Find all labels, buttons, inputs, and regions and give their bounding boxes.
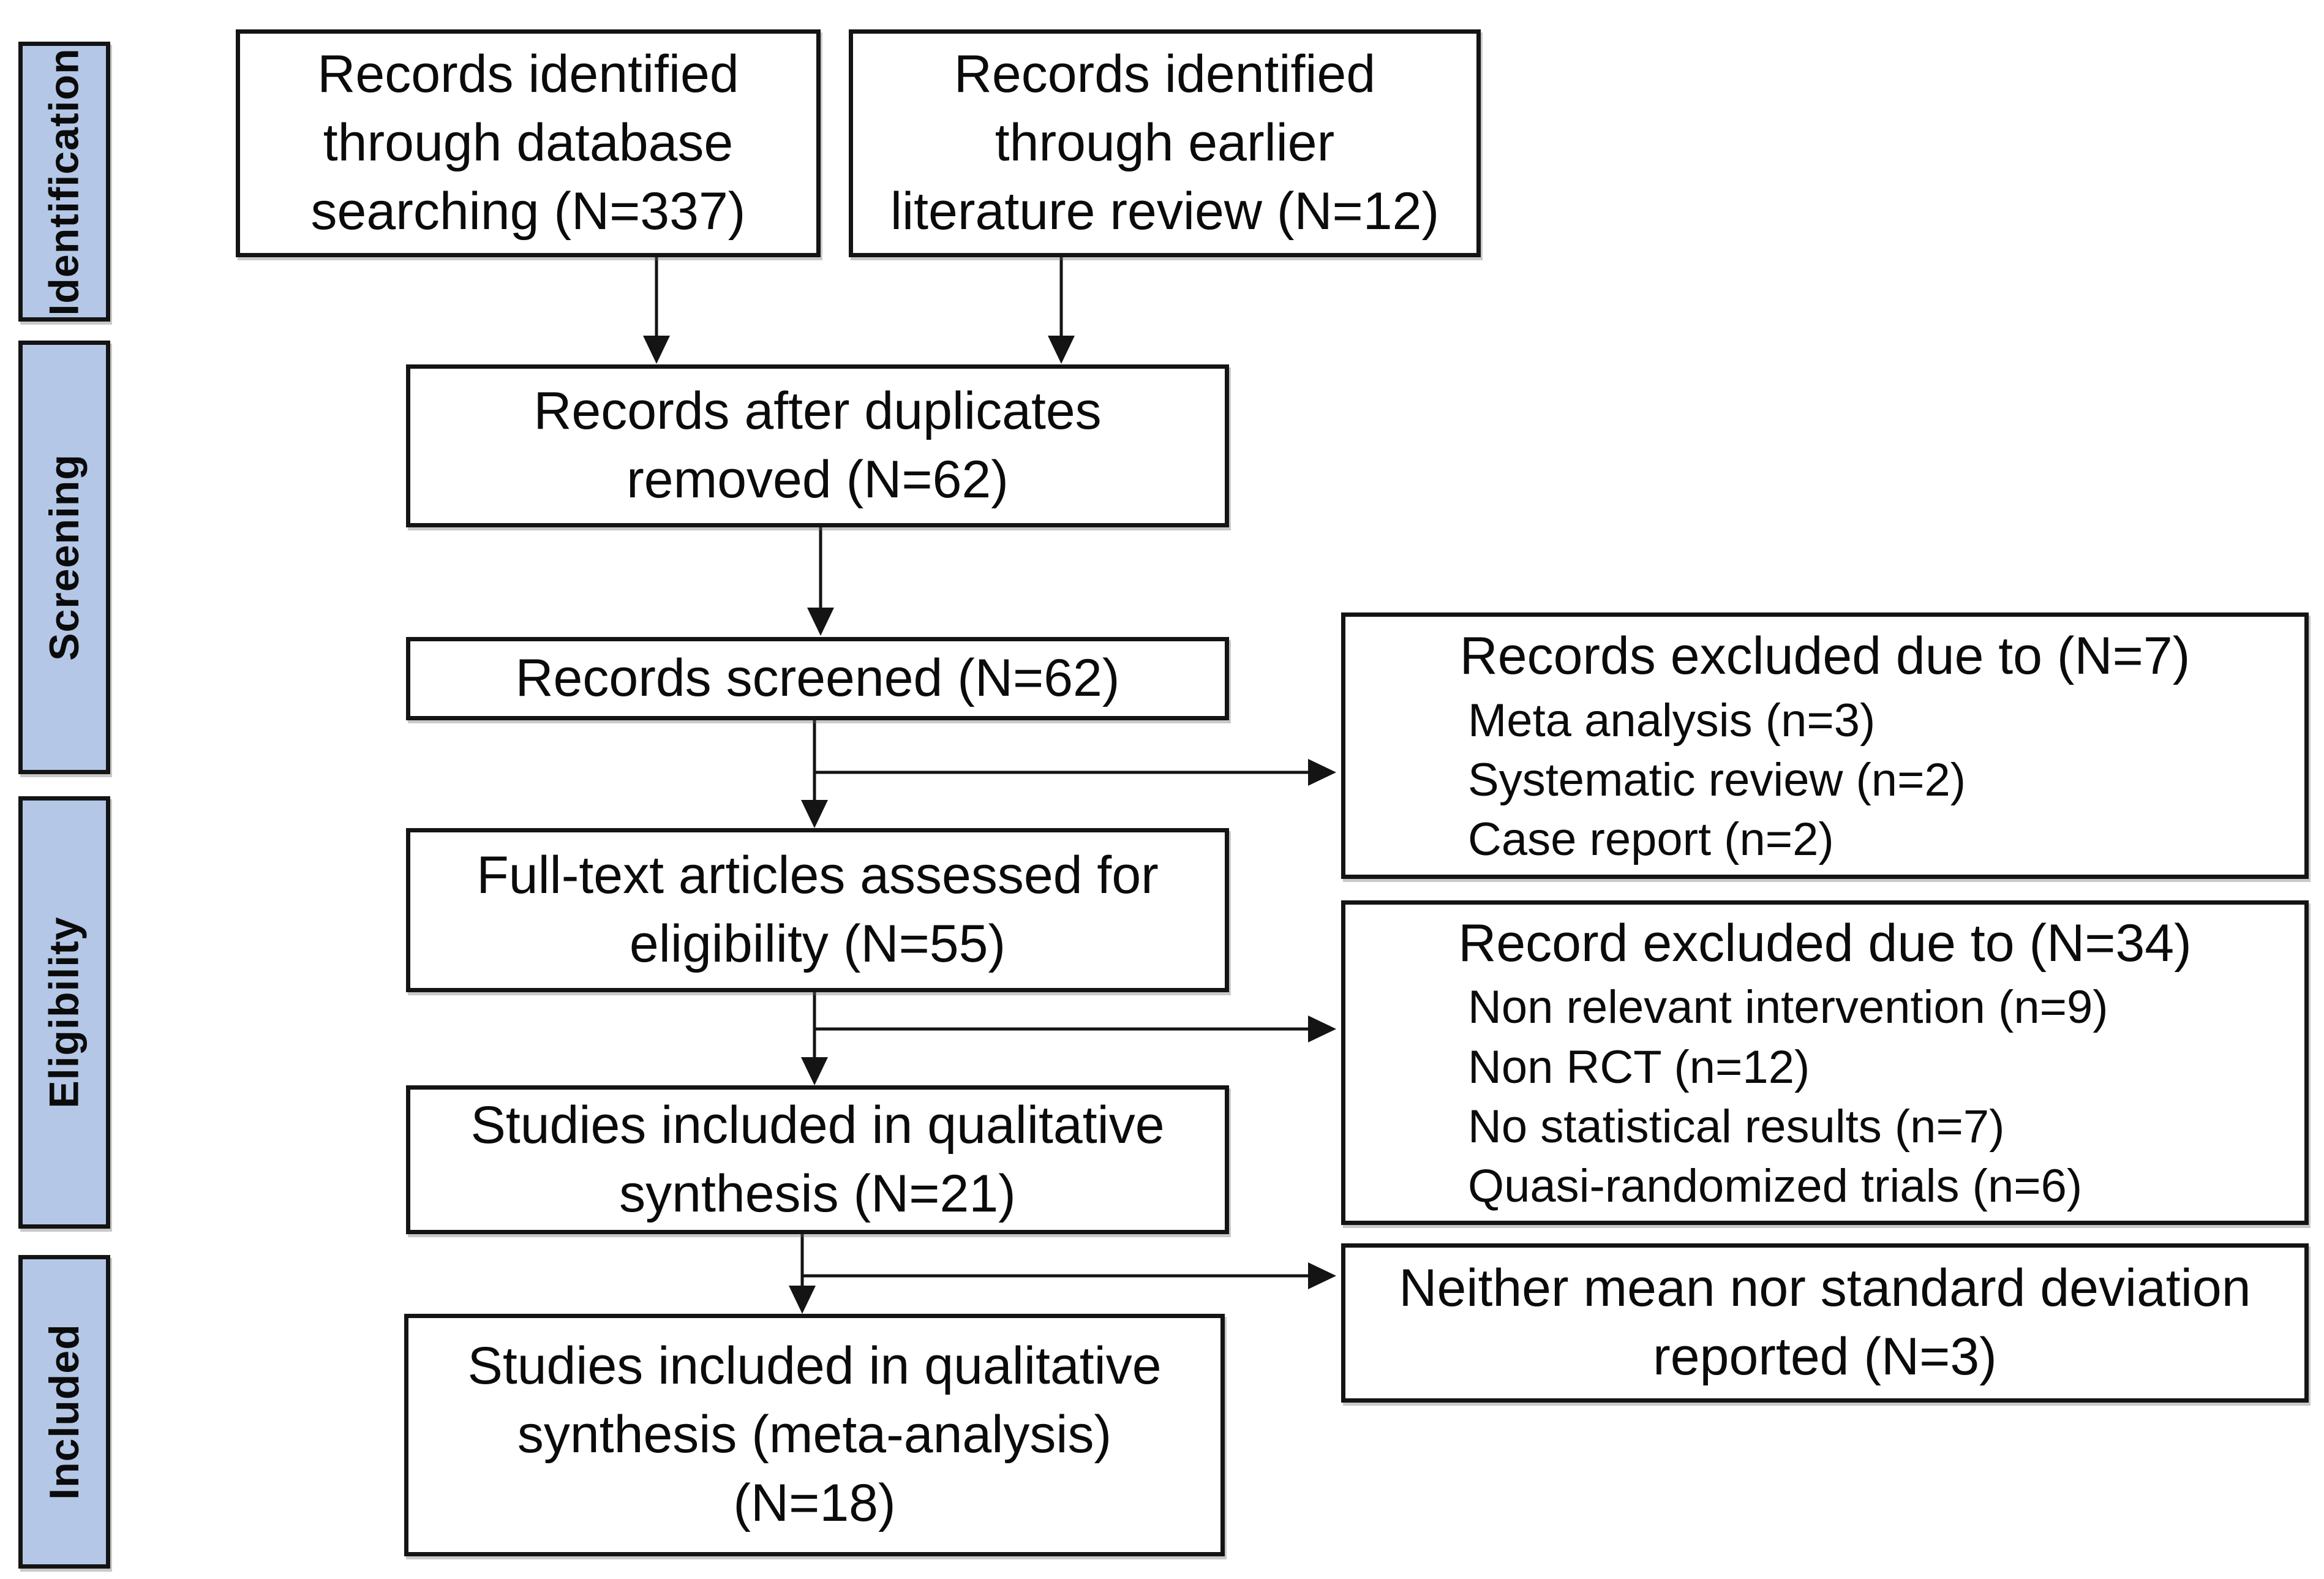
box-qualitative-synthesis: Studies included in qualitative synthesi… (406, 1085, 1229, 1234)
excluded-eligibility-item: Quasi-randomized trials (n=6) (1468, 1160, 2083, 1213)
arrow-fulltext-to-qualitative (801, 992, 828, 1085)
box-meta-analysis: Studies included in qualitative synthesi… (404, 1314, 1225, 1556)
stage-screening-label: Screening (41, 454, 88, 661)
stage-identification: Identification (18, 42, 110, 322)
box-duplicates-removed: Records after duplicates removed (N=62) (406, 364, 1229, 527)
box-no-mean-sd-text: Neither mean nor standard deviation repo… (1399, 1259, 2251, 1386)
excluded-eligibility-item: No statistical results (n=7) (1468, 1100, 2005, 1153)
excluded-screening-item: Case report (n=2) (1468, 813, 1834, 866)
box-records-database-search-text: Records identified through database sear… (310, 45, 746, 241)
box-excluded-screening-heading: Records excluded due to (N=7) (1459, 626, 2191, 685)
box-records-screened: Records screened (N=62) (406, 637, 1229, 720)
box-excluded-screening: Records excluded due to (N=7) Meta analy… (1341, 612, 2309, 879)
excluded-screening-item: Systematic review (n=2) (1468, 753, 1966, 806)
box-no-mean-sd: Neither mean nor standard deviation repo… (1341, 1243, 2309, 1403)
stage-screening: Screening (18, 341, 110, 774)
arrow-screened-to-fulltext (801, 720, 828, 828)
arrow-fulltext-to-excluded (814, 1016, 1336, 1042)
box-fulltext-assessed-text: Full-text articles assessed for eligibil… (476, 846, 1159, 973)
stage-included: Included (18, 1255, 110, 1569)
box-records-earlier-review-text: Records identified through earlier liter… (890, 45, 1440, 241)
arrow-qualitative-to-meta (789, 1234, 816, 1314)
arrow-screened-to-excluded (814, 759, 1336, 786)
box-excluded-eligibility-heading: Record excluded due to (N=34) (1458, 913, 2192, 973)
box-records-database-search: Records identified through database sear… (236, 29, 821, 257)
stage-eligibility-label: Eligibility (41, 916, 88, 1109)
arrow-qualitative-to-nostats (802, 1262, 1336, 1289)
box-fulltext-assessed: Full-text articles assessed for eligibil… (406, 828, 1229, 992)
arrow-identified-db-to-duplicates (643, 257, 670, 364)
excluded-eligibility-item: Non relevant intervention (n=9) (1468, 981, 2108, 1034)
box-records-earlier-review: Records identified through earlier liter… (849, 29, 1481, 257)
box-meta-analysis-text: Studies included in qualitative synthesi… (467, 1336, 1162, 1532)
box-excluded-eligibility: Record excluded due to (N=34) Non releva… (1341, 900, 2309, 1225)
excluded-eligibility-item: Non RCT (n=12) (1468, 1041, 1810, 1093)
stage-eligibility: Eligibility (18, 796, 110, 1229)
stage-included-label: Included (41, 1324, 88, 1500)
stage-identification-label: Identification (41, 47, 88, 316)
box-duplicates-removed-text: Records after duplicates removed (N=62) (533, 382, 1102, 509)
arrow-identified-review-to-duplicates (1048, 257, 1075, 364)
box-qualitative-synthesis-text: Studies included in qualitative synthesi… (470, 1095, 1165, 1223)
excluded-screening-item: Meta analysis (n=3) (1468, 694, 1876, 747)
box-records-screened-text: Records screened (N=62) (515, 649, 1120, 708)
arrow-duplicates-to-screened (807, 527, 834, 636)
